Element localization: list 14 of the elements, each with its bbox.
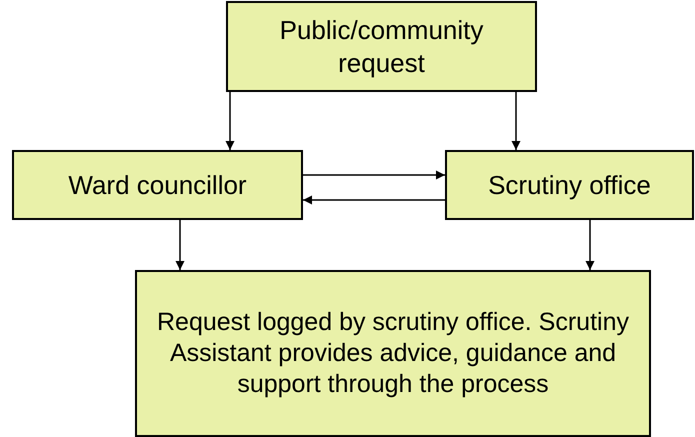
box-label: Ward councillor bbox=[68, 168, 247, 202]
arrow bbox=[176, 220, 184, 270]
arrow bbox=[226, 92, 234, 150]
arrow bbox=[512, 92, 520, 150]
box-label: Request logged by scrutiny office. Scrutiny Assistant provides advice, guidance and support through the process bbox=[156, 306, 630, 400]
arrow bbox=[303, 196, 445, 204]
box-label: Scrutiny office bbox=[488, 168, 651, 202]
box-label: Public/community request bbox=[278, 14, 484, 79]
arrow bbox=[586, 220, 594, 270]
process-box bbox=[445, 150, 694, 220]
process-box bbox=[226, 1, 537, 92]
arrow bbox=[303, 170, 445, 180]
process-box bbox=[135, 270, 651, 437]
process-box bbox=[12, 150, 303, 220]
